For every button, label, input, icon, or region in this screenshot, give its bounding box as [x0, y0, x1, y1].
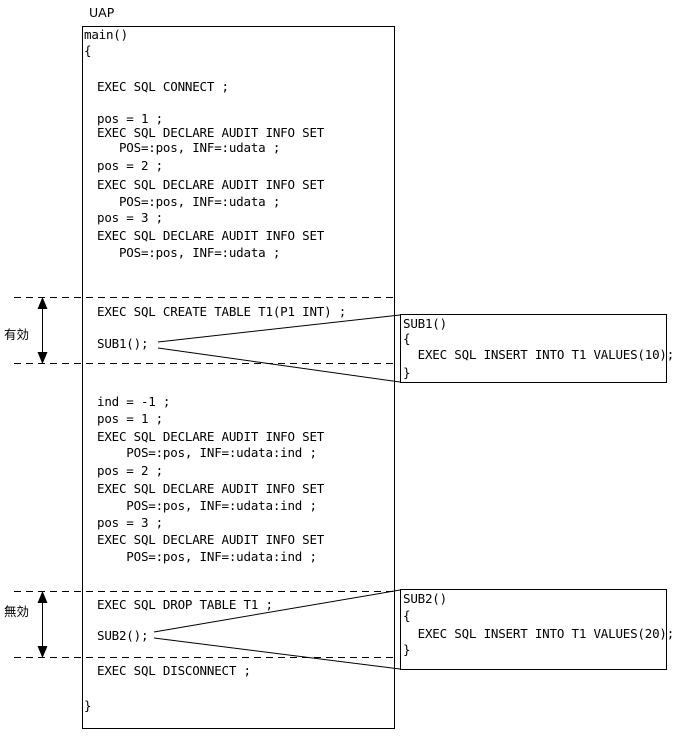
code-line: POS=:pos, INF=:udata ;: [97, 140, 281, 155]
code-line: pos = 2 ;: [97, 158, 163, 173]
valid-label: 有効: [4, 327, 30, 342]
code-line: pos = 2 ;: [97, 463, 163, 478]
code-line: EXEC SQL DECLARE AUDIT INFO SET: [97, 429, 325, 444]
sub2-callout-upper: [153, 589, 401, 633]
code-line: EXEC SQL DECLARE AUDIT INFO SET: [97, 532, 325, 547]
code-line: EXEC SQL DECLARE AUDIT INFO SET: [97, 481, 325, 496]
code-line-connect: EXEC SQL CONNECT ;: [97, 79, 229, 94]
code-line: POS=:pos, INF=:udata:ind ;: [97, 445, 317, 460]
sub2-callout-lower: [153, 637, 401, 670]
code-line-disconnect: EXEC SQL DISCONNECT ;: [97, 663, 251, 678]
valid-range-arrow-up: [37, 297, 48, 309]
code-line-sub2-call: SUB2();: [97, 628, 149, 643]
main-close-brace: }: [84, 698, 92, 713]
sub2-box: [400, 589, 667, 670]
sub2-open-brace: {: [403, 608, 411, 623]
valid-range-arrow-down: [37, 352, 48, 364]
sub2-insert-line: EXEC SQL INSERT INTO T1 VALUES(20);: [403, 626, 675, 641]
code-line: pos = 3 ;: [97, 515, 163, 530]
code-line: ind = -1 ;: [97, 394, 171, 409]
invalid-range-arrow-up: [37, 591, 48, 603]
code-line: pos = 1 ;: [97, 111, 163, 126]
code-line: POS=:pos, INF=:udata:ind ;: [97, 549, 317, 564]
code-line: EXEC SQL DECLARE AUDIT INFO SET: [97, 177, 325, 192]
sub2-signature: SUB2(): [403, 591, 447, 606]
invalid-label: 無効: [4, 604, 30, 619]
sub1-callout-upper: [157, 314, 401, 343]
sub1-box: [400, 314, 667, 383]
code-line: POS=:pos, INF=:udata:ind ;: [97, 498, 317, 513]
code-line-sub1-call: SUB1();: [97, 336, 149, 351]
code-line: pos = 1 ;: [97, 411, 163, 426]
sub1-signature: SUB1(): [403, 316, 447, 331]
sub2-close-brace: }: [403, 642, 411, 657]
sub1-open-brace: {: [403, 331, 411, 346]
code-line: EXEC SQL DECLARE AUDIT INFO SET: [97, 228, 325, 243]
main-open-brace: {: [84, 43, 92, 58]
uap-box: [82, 26, 395, 729]
code-line: pos = 3 ;: [97, 210, 163, 225]
code-line: POS=:pos, INF=:udata ;: [97, 194, 281, 209]
main-signature: main(): [84, 27, 128, 42]
invalid-range-arrow-down: [37, 646, 48, 658]
code-line: EXEC SQL DECLARE AUDIT INFO SET: [97, 125, 325, 140]
code-line-create-table: EXEC SQL CREATE TABLE T1(P1 INT) ;: [97, 304, 347, 319]
sub1-close-brace: }: [403, 365, 411, 380]
code-line: POS=:pos, INF=:udata ;: [97, 245, 281, 260]
uap-title: UAP: [89, 5, 115, 20]
sub1-callout-lower: [157, 347, 401, 383]
sub1-insert-line: EXEC SQL INSERT INTO T1 VALUES(10);: [403, 347, 675, 362]
code-line-drop-table: EXEC SQL DROP TABLE T1 ;: [97, 597, 273, 612]
